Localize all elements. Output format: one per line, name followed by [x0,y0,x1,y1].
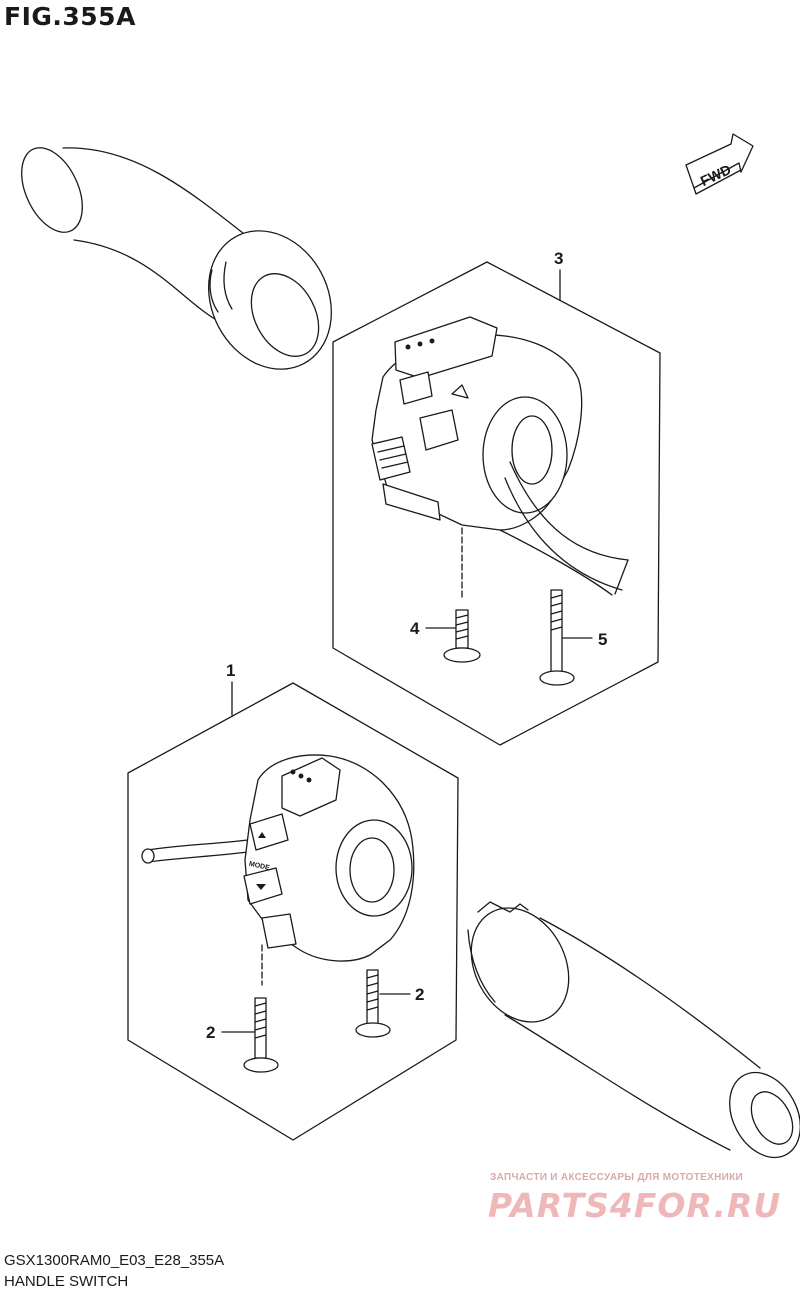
callout-4: 4 [410,619,420,638]
callout-5: 5 [598,630,607,649]
screw-5 [539,589,575,686]
figure-title: FIG.355A [4,2,136,31]
right-switch-group-outline [332,261,661,746]
right-handlebar-switch [371,316,629,601]
mode-label: MODE [248,861,270,872]
callout-1: 1 [226,661,235,680]
fwd-direction-arrow: FWD [685,133,754,195]
callout-2-left: 2 [206,1023,215,1042]
watermark-logo: PARTS4FOR.RU [488,1186,782,1225]
left-handlebar-switch: MODE [141,754,415,986]
throttle-grip [467,901,800,1159]
screw-2-right [355,969,391,1038]
watermark-tagline: ЗАПЧАСТИ И АКСЕССУАРЫ ДЛЯ МОТОТЕХНИКИ [490,1172,743,1183]
left-hand-grip [21,147,333,370]
screw-4 [443,609,481,663]
callout-3: 3 [554,249,563,268]
diagram-code: GSX1300RAM0_E03_E28_355A [4,1252,225,1269]
left-switch-group-outline [127,682,459,1141]
callout-2-right: 2 [415,985,424,1004]
screw-2-left [243,997,279,1073]
diagram-name: HANDLE SWITCH [4,1273,129,1290]
